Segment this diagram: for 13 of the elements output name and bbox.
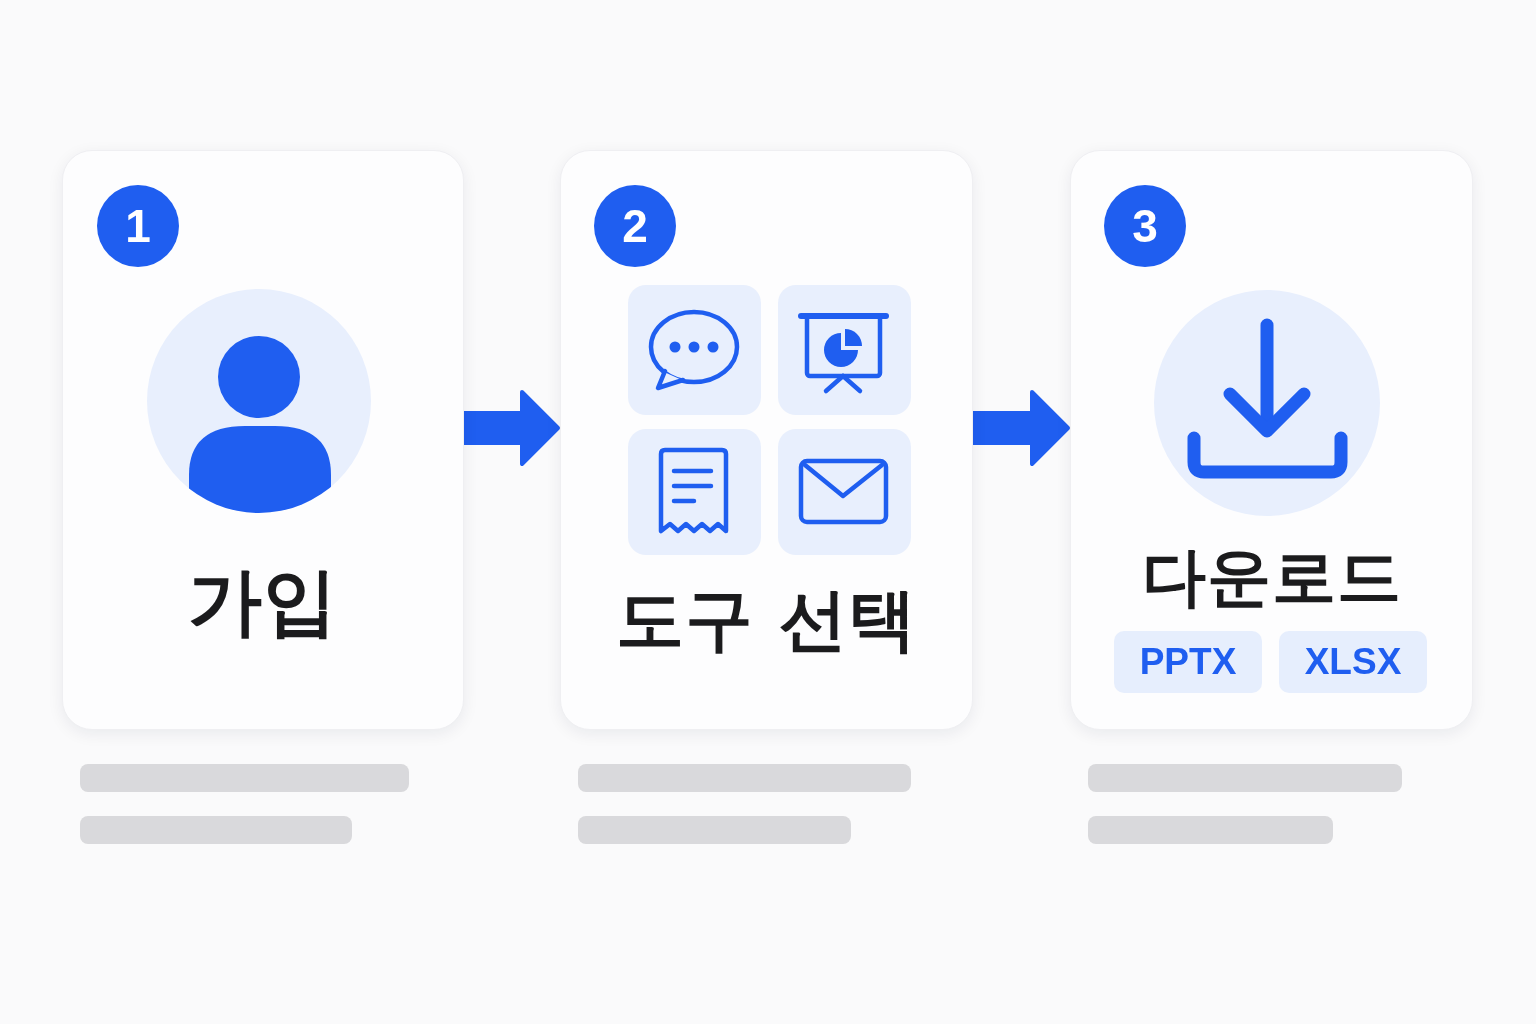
step-number: 3	[1104, 185, 1186, 267]
step-number: 1	[97, 185, 179, 267]
file-format-tag: XLSX	[1279, 631, 1427, 693]
step-title: 다운로드	[1141, 541, 1402, 615]
arrow	[973, 390, 1070, 466]
step-card	[62, 150, 464, 730]
step-number: 2	[594, 185, 676, 267]
arrow	[464, 390, 560, 466]
step-title: 가입	[188, 559, 338, 645]
file-format-tag: PPTX	[1114, 631, 1262, 693]
step-card	[1070, 150, 1473, 730]
step-title: 도구 선택	[616, 581, 917, 660]
step-card	[560, 150, 973, 730]
